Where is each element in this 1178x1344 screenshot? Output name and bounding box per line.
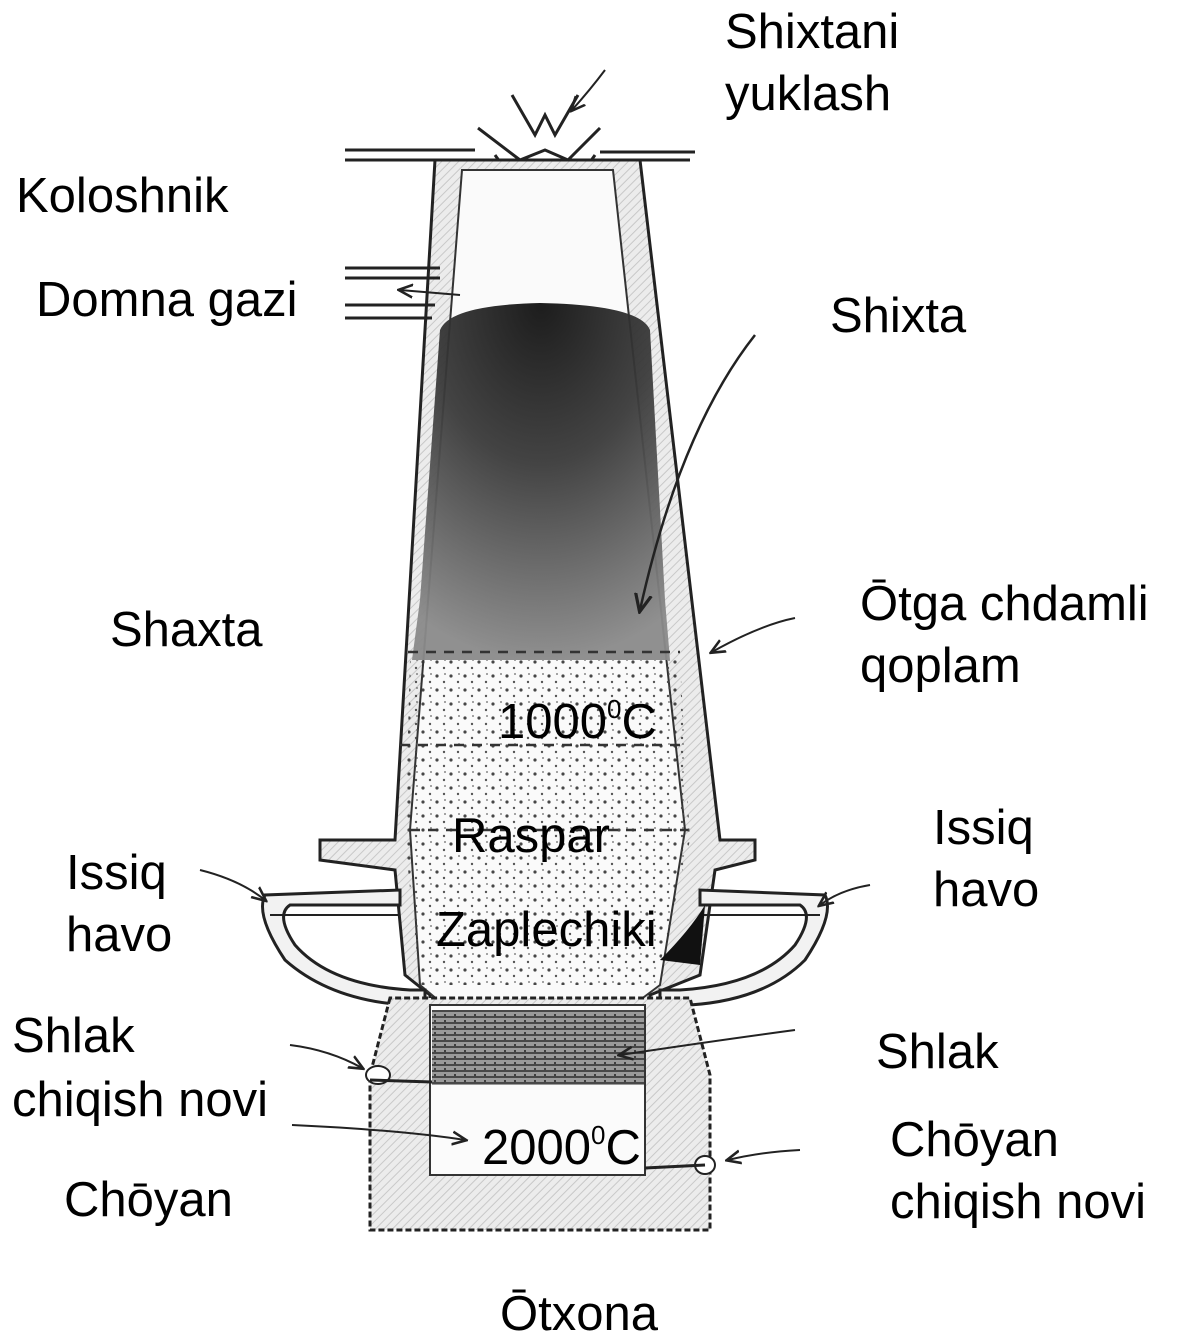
label-choyan-novi-2: chiqish novi xyxy=(890,1172,1146,1232)
temp-1000-unit: C xyxy=(621,695,656,749)
temp-1000-value: 1000 xyxy=(498,695,607,749)
temp-2000-value: 2000 xyxy=(482,1121,591,1175)
label-koloshnik: Koloshnik xyxy=(16,166,228,226)
label-shixta: Shixta xyxy=(830,286,966,346)
slag-layer xyxy=(432,1010,644,1085)
label-temp-2000: 20000C xyxy=(482,1118,641,1178)
label-domna-gazi: Domna gazi xyxy=(36,270,297,330)
label-otxona: Ōtxona xyxy=(500,1284,658,1344)
temp-1000-degree: 0 xyxy=(607,694,621,724)
label-shlak-novi-1: Shlak xyxy=(12,1006,135,1066)
label-zaplechiki: Zaplechiki xyxy=(436,900,657,960)
label-otga-chdamli: Ōtga chdamli xyxy=(860,574,1149,634)
label-shaxta: Shaxta xyxy=(110,600,263,660)
label-shixtani: Shixtani xyxy=(725,2,899,62)
label-choyan: Chōyan xyxy=(64,1170,233,1230)
label-shlak: Shlak xyxy=(876,1022,999,1082)
label-choyan-novi-1: Chōyan xyxy=(890,1110,1059,1170)
label-issiq-right: Issiq xyxy=(933,798,1034,858)
label-issiq-left: Issiq xyxy=(66,843,167,903)
feed-arrow xyxy=(572,70,605,110)
label-shlak-novi-2: chiqish novi xyxy=(12,1070,268,1130)
label-havo-right: havo xyxy=(933,860,1039,920)
charge-material xyxy=(412,303,670,660)
label-raspar: Raspar xyxy=(452,806,610,866)
label-havo-left: havo xyxy=(66,905,172,965)
label-qoplam: qoplam xyxy=(860,636,1021,696)
label-temp-1000: 10000C xyxy=(498,692,657,752)
temp-2000-degree: 0 xyxy=(591,1120,605,1150)
temp-2000-unit: C xyxy=(605,1121,640,1175)
label-yuklash: yuklash xyxy=(725,64,891,124)
lining-arrow xyxy=(712,618,795,652)
